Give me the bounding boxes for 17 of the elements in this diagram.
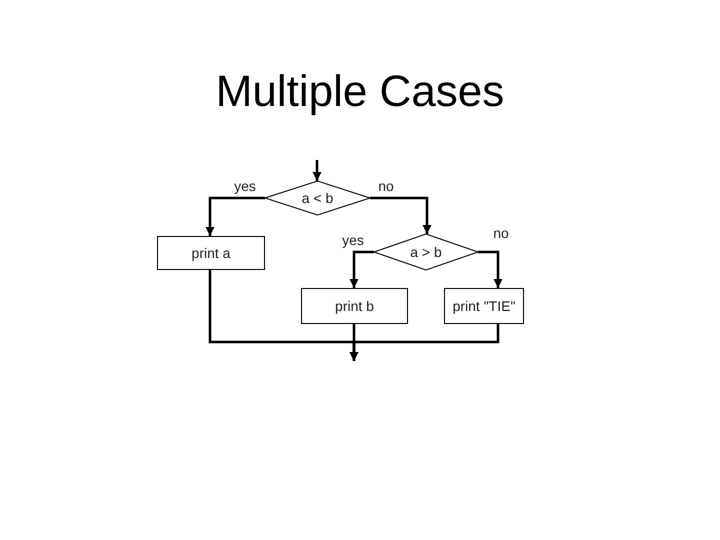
process-box bbox=[301, 288, 408, 324]
decision-diamond bbox=[374, 234, 478, 270]
decision-diamond bbox=[265, 181, 370, 215]
process-label: print "TIE" bbox=[452, 299, 516, 313]
process-label: print b bbox=[335, 299, 374, 313]
arrow bbox=[350, 324, 500, 361]
arrow bbox=[206, 196, 265, 236]
decision-label: a < b bbox=[302, 191, 334, 205]
arrow bbox=[350, 250, 374, 288]
process-box bbox=[444, 288, 524, 324]
title: Multiple Cases bbox=[214, 70, 506, 114]
arrow bbox=[478, 250, 502, 288]
decision-label: a > b bbox=[410, 245, 442, 259]
arrow bbox=[370, 196, 432, 234]
arrow bbox=[312, 160, 322, 181]
process-label: print a bbox=[192, 246, 230, 260]
process-box bbox=[157, 236, 265, 270]
